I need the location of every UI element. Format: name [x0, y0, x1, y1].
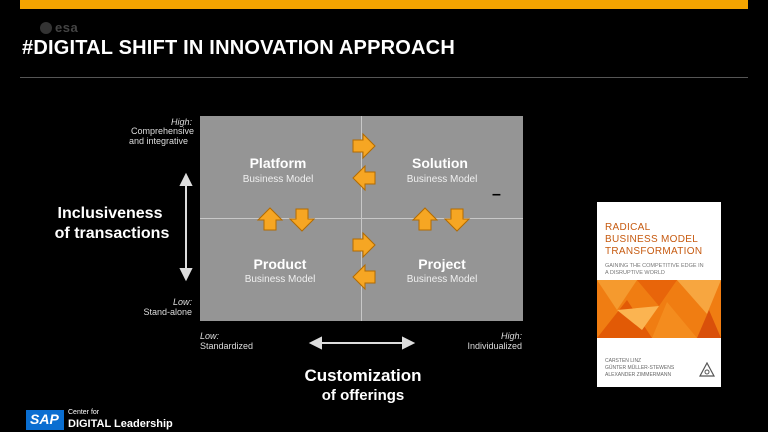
y-axis-title-2: of transactions [54, 225, 170, 242]
arrow-right-icon [352, 133, 376, 159]
y-low-desc: Stand-alone [143, 307, 192, 317]
book-title-1: RADICAL [605, 222, 651, 233]
quadrant-solution-sub: Business Model [406, 174, 478, 185]
book-author-2: GÜNTER MÜLLER-STEWENS [605, 365, 675, 371]
esa-logo-text: esa [55, 20, 79, 35]
arrow-left-icon [352, 264, 376, 290]
y-axis-title-1: Inclusiveness [57, 205, 163, 222]
y-axis-down-arrow-icon [179, 268, 193, 282]
slide-title: #DIGITAL SHIFT IN INNOVATION APPROACH [22, 37, 455, 59]
arrow-down-icon [289, 208, 315, 232]
sap-logo [26, 410, 64, 430]
arrow-right-icon [352, 232, 376, 258]
x-high-label: High: [500, 331, 522, 341]
x-low-label: Low: [200, 331, 220, 341]
x-axis-title-1: Customization [304, 366, 422, 385]
center-for-label: Center for [68, 409, 100, 416]
dash-mark: – [492, 186, 501, 203]
quadrant-product-name: Product [253, 256, 307, 272]
quadrant-solution-name: Solution [412, 155, 468, 171]
book-cover: RADICAL BUSINESS MODEL TRANSFORMATION GA… [597, 202, 721, 387]
book-subtitle-1: GAINING THE COMPETITIVE EDGE IN [605, 263, 704, 269]
x-axis-left-arrow-icon [308, 336, 322, 350]
top-accent-bar [20, 0, 748, 9]
quadrant-project-name: Project [418, 256, 466, 272]
book-author-1: CARSTEN LINZ [605, 358, 642, 364]
quadrant-product-sub: Business Model [244, 274, 316, 285]
quadrant-project-sub: Business Model [406, 274, 478, 285]
y-high-desc-2: and integrative [128, 136, 188, 146]
arrow-left-icon [352, 165, 376, 191]
book-title-3: TRANSFORMATION [605, 246, 703, 257]
quadrant-platform-sub: Business Model [242, 174, 314, 185]
esa-logo-icon [40, 22, 52, 34]
y-high-desc-1: Comprehensive [130, 126, 194, 136]
arrow-down-icon [444, 208, 470, 232]
arrow-up-icon [412, 207, 438, 231]
book-title-2: BUSINESS MODEL [605, 234, 699, 245]
x-axis-title-2: of offerings [321, 387, 405, 404]
publisher-logo-icon [699, 362, 715, 377]
quadrant-platform-name: Platform [249, 155, 307, 171]
arrow-up-icon [257, 207, 283, 231]
book-author-3: ALEXANDER ZIMMERMANN [605, 372, 672, 378]
title-divider [20, 77, 748, 78]
digital-leadership-label: DIGITAL Leadership [68, 418, 173, 430]
y-axis-up-arrow-icon [179, 172, 193, 186]
esa-logo: esa [40, 20, 78, 35]
x-axis-right-arrow-icon [402, 336, 416, 350]
book-cover-art [597, 280, 721, 338]
y-low-label: Low: [172, 297, 192, 307]
y-high-label: High: [170, 117, 192, 127]
book-subtitle-2: A DISRUPTIVE WORLD [605, 270, 665, 276]
sap-logo-text: SAP [30, 411, 59, 427]
x-low-desc: Standardized [200, 341, 254, 351]
matrix-horizontal-divider [200, 218, 523, 219]
x-high-desc: Individualized [467, 341, 522, 351]
